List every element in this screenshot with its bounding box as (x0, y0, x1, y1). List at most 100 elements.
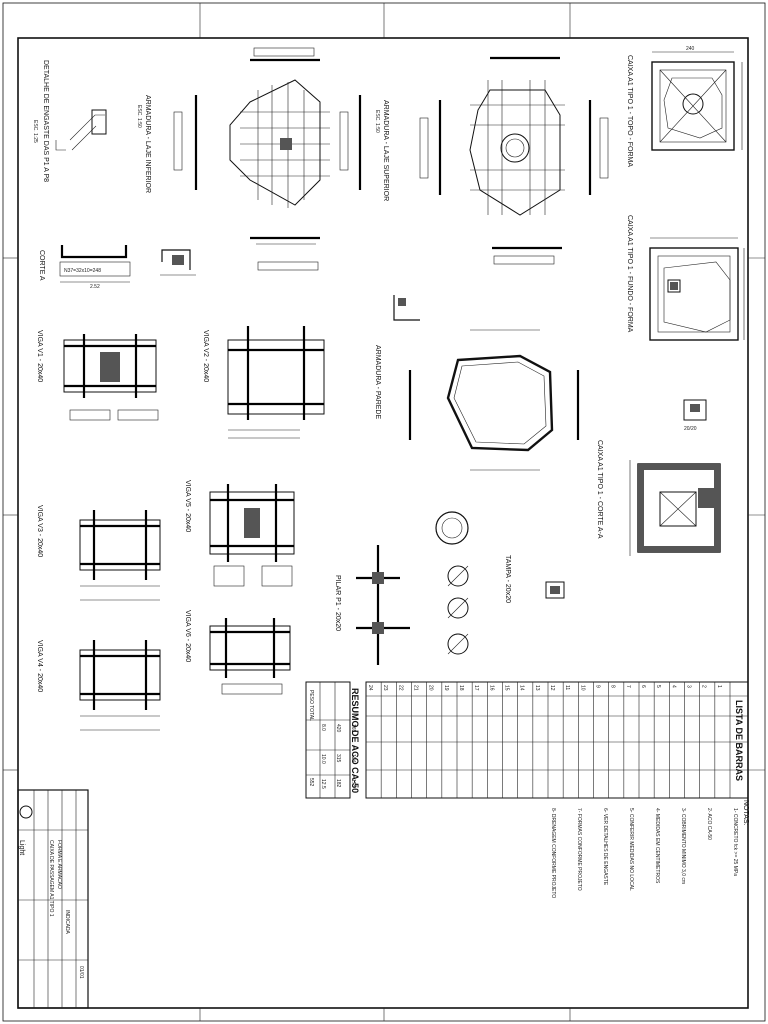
lista-bar-number: 10 (579, 685, 585, 691)
detail-viga-3: VIGA V3 - 20x40 (36, 505, 161, 601)
resumo-total-label: PESO TOTAL (308, 690, 314, 721)
note-line: 8- DRENAGEM CONFORME PROJETO (550, 808, 556, 898)
resumo-cell: 10.0 (320, 754, 326, 764)
title-block: Light CAIXA DE PASSAGEM A1 TIPO 1 FORMA … (17, 789, 89, 1009)
lista-bar-number: 22 (397, 685, 403, 691)
engaste-title: DETALHE DE ENGASTE DAS P1 A P8 (42, 60, 49, 182)
viga4-title: VIGA V4 - 20x40 (36, 640, 43, 692)
lista-bar-number: 15 (504, 685, 510, 691)
detail-gancho (160, 249, 196, 276)
lista-bar-number: 3 (686, 685, 692, 688)
drawing-title: CAIXA DE PASSAGEM A1 TIPO 1 (48, 840, 54, 917)
resumo-cell: 8.0 (320, 724, 326, 731)
resumo-cell: 12.5 (320, 779, 326, 789)
viga1-title: VIGA V1 - 20x40 (36, 330, 43, 382)
resumo-rows: 8.0 420 165 10.0 315 194 12.5 182 175 (320, 724, 356, 789)
laje-superior-scale: ESC. 1:50 (374, 110, 380, 133)
notes-block: NOTAS: 1- CONCRETO fck >= 25 MPa 2- ACO C… (550, 800, 749, 898)
resumo-cell: 182 (335, 779, 341, 788)
notes-lines: 1- CONCRETO fck >= 25 MPa 2- ACO CA-50 3- … (550, 808, 738, 898)
cx-fundo-title: CAIXA A1 TIPO 1 - FUNDO - FORMA (626, 215, 633, 333)
lista-bar-number: 11 (564, 685, 570, 690)
corte-a-dim: 2.52 (90, 284, 100, 290)
corte-parede-small (393, 295, 420, 321)
lista-bar-number: 13 (534, 685, 540, 691)
tampa-title: TAMPA - 20x20 (504, 555, 511, 603)
lista-bar-number: 24 (367, 685, 373, 691)
lista-bar-number: 6 (640, 685, 646, 688)
viga2-title: VIGA V2 - 20x40 (202, 330, 209, 382)
viga5-title: VIGA V5 - 20x40 (184, 480, 191, 532)
lista-bar-number: 16 (488, 685, 494, 691)
laje-inferior-scale: ESC. 1:50 (136, 105, 142, 128)
resumo-title: RESUMO DE ACO CA-50 (350, 688, 360, 793)
resumo-cell: 420 (335, 724, 341, 733)
drawing-scale: INDICADA (64, 910, 70, 935)
detail-tampa: TAMPA - 20x20 (435, 511, 565, 655)
viga6-title: VIGA V6 - 20x40 (184, 610, 191, 662)
resumo-cell: 175 (350, 779, 356, 788)
detail-viga-5: VIGA V5 - 20x40 (184, 480, 295, 587)
detail-laje-inferior: ARMADURA - LAJE INFERIOR ESC. 1:50 (136, 47, 362, 271)
detail-viga-6: VIGA V6 - 20x40 (184, 610, 291, 695)
note-line: 3- COBRIMENTO MINIMO 3,0 cm (680, 808, 686, 884)
notes-title: NOTAS: (742, 800, 749, 826)
lista-bar-number: 9 (595, 685, 601, 688)
detail-caixa-corte: CAIXA A1 TIPO 1 - CORTE A-A (596, 440, 721, 556)
lista-bar-number: 8 (610, 685, 616, 688)
lista-bar-number: 1 (716, 685, 722, 688)
detail-viga-4: VIGA V4 - 20x40 (36, 640, 161, 731)
lista-bar-number: 2 (701, 685, 707, 688)
detail-caixa-fundo: CAIXA A1 TIPO 1 - FUNDO - FORMA 20/20 (626, 215, 745, 432)
note-line: 7- FORMAS CONFORME PROJETO (576, 808, 582, 891)
resumo-total-value: 552 (308, 778, 314, 787)
detail-pilar: PILAR P1 - 20x20 (334, 545, 410, 665)
lista-bar-number: 20 (428, 685, 434, 691)
drawing-subtitle: FORMA E ARMACAO (56, 840, 62, 889)
note-line: 6- VER DETALHES DE ENGASTE (602, 808, 608, 886)
detail-laje-superior: ARMADURA - LAJE SUPERIOR ESC. 1:50 (374, 56, 609, 265)
detail-caixa-topo: CAIXA A1 TIPO 1 - TOPO - FORMA 240 (626, 46, 743, 167)
lista-bar-number: 5 (655, 685, 661, 688)
lista-bar-number: 18 (458, 685, 464, 691)
lista-bar-number: 4 (670, 685, 676, 688)
corte-a-title: CORTE A (38, 250, 45, 281)
sheet-inner-frame (17, 37, 749, 1009)
laje-superior-title: ARMADURA - LAJE SUPERIOR (382, 100, 389, 201)
resumo-cell: 194 (350, 754, 356, 763)
lista-bar-number: 23 (382, 685, 388, 691)
drawing-sheet-no: 01/01 (78, 966, 84, 979)
laje-inferior-title: ARMADURA - LAJE INFERIOR (144, 95, 151, 193)
resumo-cell: 315 (335, 754, 341, 763)
detail-viga-2: VIGA V2 - 20x40 (202, 326, 325, 439)
lista-bar-number: 19 (443, 685, 449, 691)
resumo-table: RESUMO DE ACO CA-50 PESO TOTAL 552 8.0 42… (305, 681, 360, 799)
lista-bar-number: 17 (473, 685, 479, 691)
lista-bar-number: 12 (549, 685, 555, 691)
pilar-title: PILAR P1 - 20x20 (334, 575, 341, 631)
detail-parede: ARMADURA - PAREDE (374, 295, 580, 471)
note-line: 4- MEDIDAS EM CENTIMETROS (654, 808, 660, 884)
svg-text:20/20: 20/20 (684, 426, 697, 432)
lista-bar-number: 21 (413, 685, 419, 691)
svg-text:240: 240 (686, 46, 695, 52)
note-line: 5- CONFERIR MEDIDAS NO LOCAL (628, 808, 634, 891)
viga3-title: VIGA V3 - 20x40 (36, 505, 43, 557)
company-logo: Light (18, 840, 25, 855)
cx-topo-title: CAIXA A1 TIPO 1 - TOPO - FORMA (626, 55, 633, 167)
cx-corte-title: CAIXA A1 TIPO 1 - CORTE A-A (596, 440, 603, 539)
resumo-cell: 165 (350, 724, 356, 733)
detail-corte-a: CORTE A N37=32x10=248 2.52 (38, 245, 131, 290)
zone-ticks (3, 3, 765, 1021)
detail-engaste: DETALHE DE ENGASTE DAS P1 A P8 ESC. 1:25 (32, 60, 107, 182)
detail-viga-1: VIGA V1 - 20x40 (36, 330, 159, 421)
parede-title: ARMADURA - PAREDE (374, 345, 381, 419)
lista-bar-number: 7 (625, 685, 631, 688)
lista-bar-number: 14 (519, 685, 525, 691)
lista-title: LISTA DE BARRAS (734, 700, 744, 781)
note-line: 1- CONCRETO fck >= 25 MPa (732, 808, 738, 876)
note-line: 2- ACO CA-50 (706, 808, 712, 840)
